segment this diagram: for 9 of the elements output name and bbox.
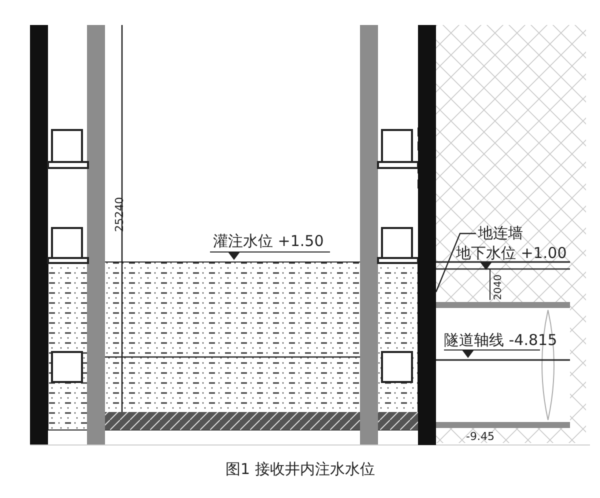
tunnel-axis-label: 隧道轴线 -4.815 <box>444 333 558 348</box>
water-level-label: 地下水位 +1.00 <box>456 246 567 261</box>
wall-label: 地连墙 <box>478 226 523 241</box>
diaphragm-wall <box>418 25 436 445</box>
dimension-text: 25240 <box>114 197 125 232</box>
water-level-label: 灌注水位 +1.50 <box>213 234 324 249</box>
caption: 图1 接收井内注水水位 <box>226 462 375 477</box>
dimension-text: 2040 <box>494 274 504 300</box>
elevation-label: -9.45 <box>466 431 494 442</box>
